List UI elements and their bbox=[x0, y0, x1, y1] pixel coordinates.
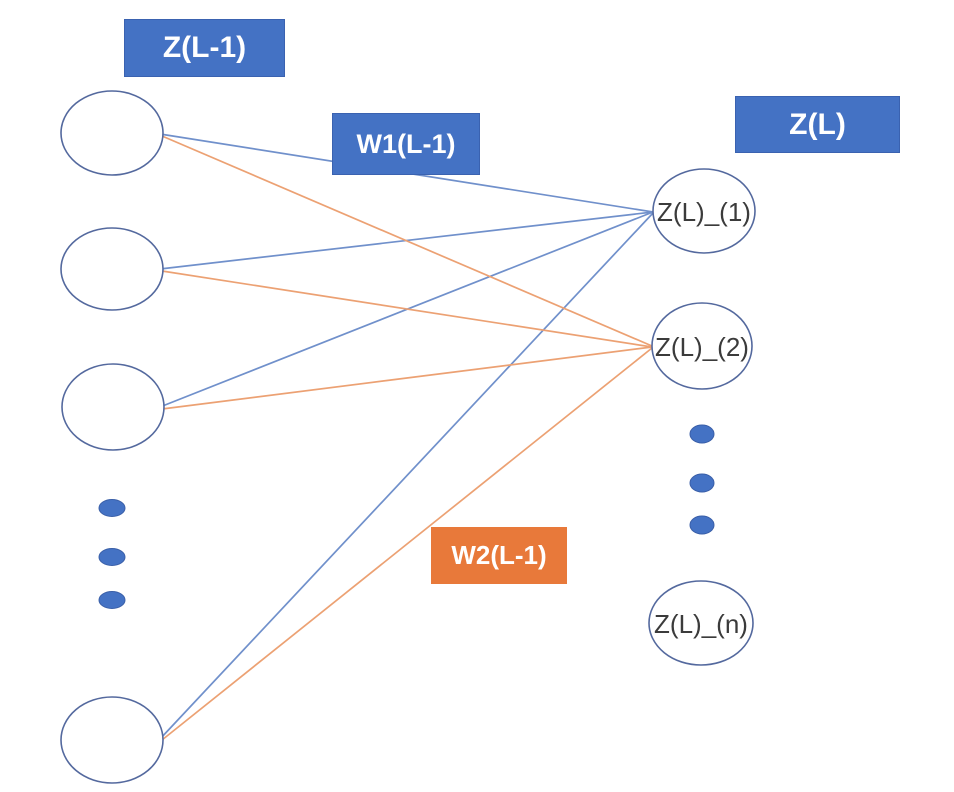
edge-orange-1 bbox=[161, 135, 653, 347]
input-node-1 bbox=[60, 90, 164, 176]
input-node-2 bbox=[60, 227, 164, 311]
output-node-2 bbox=[651, 302, 753, 390]
edge-orange-2 bbox=[161, 270, 653, 348]
ellipsis-dot bbox=[98, 591, 126, 609]
right-layer-nodes bbox=[648, 168, 756, 666]
right-layer-tag-label: Z(L) bbox=[789, 107, 846, 141]
input-node-3 bbox=[61, 363, 165, 451]
ellipsis-dot bbox=[689, 473, 715, 493]
edges-w2 bbox=[161, 135, 653, 741]
ellipsis-dot bbox=[689, 424, 715, 444]
output-node-n bbox=[648, 580, 754, 666]
output-node-n-label: Z(L)_(n) bbox=[654, 609, 748, 639]
left-layer-nodes bbox=[60, 90, 165, 784]
left-ellipsis-dots-icon bbox=[98, 499, 126, 609]
weights1-tag-label: W1(L-1) bbox=[356, 128, 456, 159]
ellipsis-dot bbox=[689, 515, 715, 535]
edge-orange-4 bbox=[161, 347, 653, 741]
edge-orange-3 bbox=[161, 346, 653, 410]
output-node-1 bbox=[652, 168, 756, 254]
output-node-1-label: Z(L)_(1) bbox=[657, 197, 751, 227]
left-layer-tag: Z(L-1) bbox=[124, 19, 285, 77]
weights2-tag-label: W2(L-1) bbox=[451, 540, 547, 570]
right-layer-tag: Z(L) bbox=[735, 96, 900, 153]
weights1-tag: W1(L-1) bbox=[332, 113, 480, 175]
right-ellipsis-dots-icon bbox=[689, 424, 715, 535]
output-node-2-label: Z(L)_(2) bbox=[655, 332, 749, 362]
edge-blue-4 bbox=[159, 212, 654, 740]
weights2-tag: W2(L-1) bbox=[431, 527, 567, 584]
ellipsis-dot bbox=[98, 548, 126, 566]
input-node-n bbox=[60, 696, 164, 784]
left-layer-tag-label: Z(L-1) bbox=[162, 31, 247, 64]
edges-w1 bbox=[159, 133, 654, 740]
ellipsis-dot bbox=[98, 499, 126, 517]
